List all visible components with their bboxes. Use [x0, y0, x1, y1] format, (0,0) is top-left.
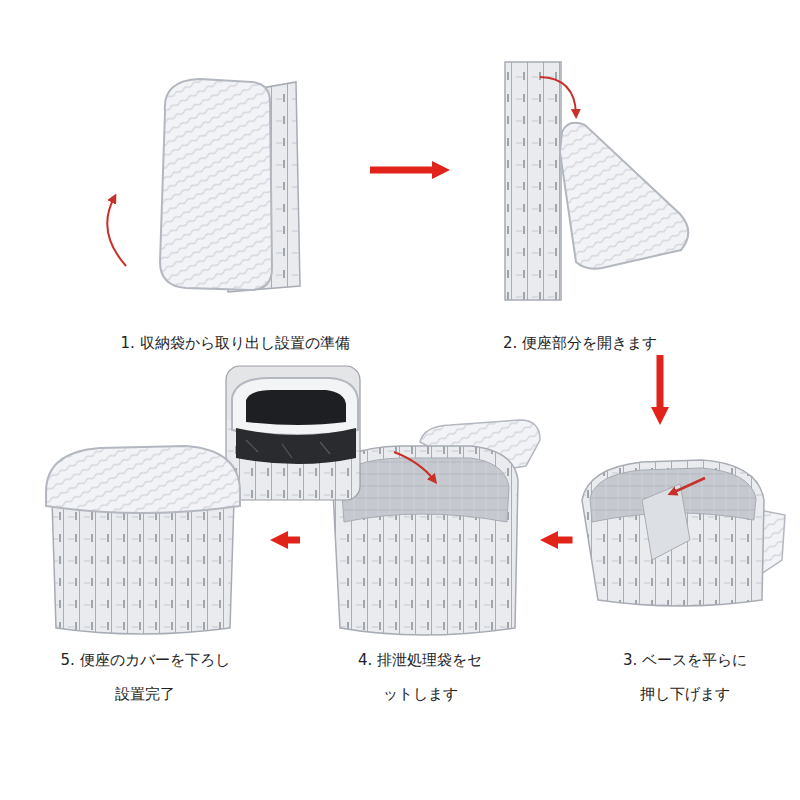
step-caption: 5. 便座のカバーを下ろし 設置完了	[29, 643, 261, 711]
flow-arrow	[286, 537, 300, 544]
step-caption: 2. 便座部分を開きます	[503, 326, 657, 360]
folded-toilet	[107, 79, 300, 292]
step-panel: 3. ベースを平らに 押し下げます	[573, 425, 798, 720]
step-panel: 2. 便座部分を開きます	[450, 50, 710, 355]
opening-toilet	[505, 62, 688, 300]
closed-toilet	[46, 446, 240, 634]
step-panel: 4. 排泄処理袋をセ ットします	[300, 415, 540, 720]
step-panel: 1. 収納袋から取り出し設置の準備	[100, 50, 370, 355]
base-pressing	[582, 460, 785, 606]
step-caption: 1. 収納袋から取り出し設置の準備	[120, 326, 349, 360]
flow-arrow	[556, 537, 573, 544]
step-caption: 3. ベースを平らに 押し下げます	[577, 643, 794, 711]
bag-setting	[332, 420, 540, 635]
flow-arrow	[657, 355, 664, 409]
step-panel: 5. 便座のカバーを下ろし 設置完了	[20, 425, 270, 720]
flow-arrow	[370, 167, 434, 174]
inset-photo	[226, 366, 360, 500]
step-caption: 4. 排泄処理袋をセ ットします	[319, 643, 521, 711]
